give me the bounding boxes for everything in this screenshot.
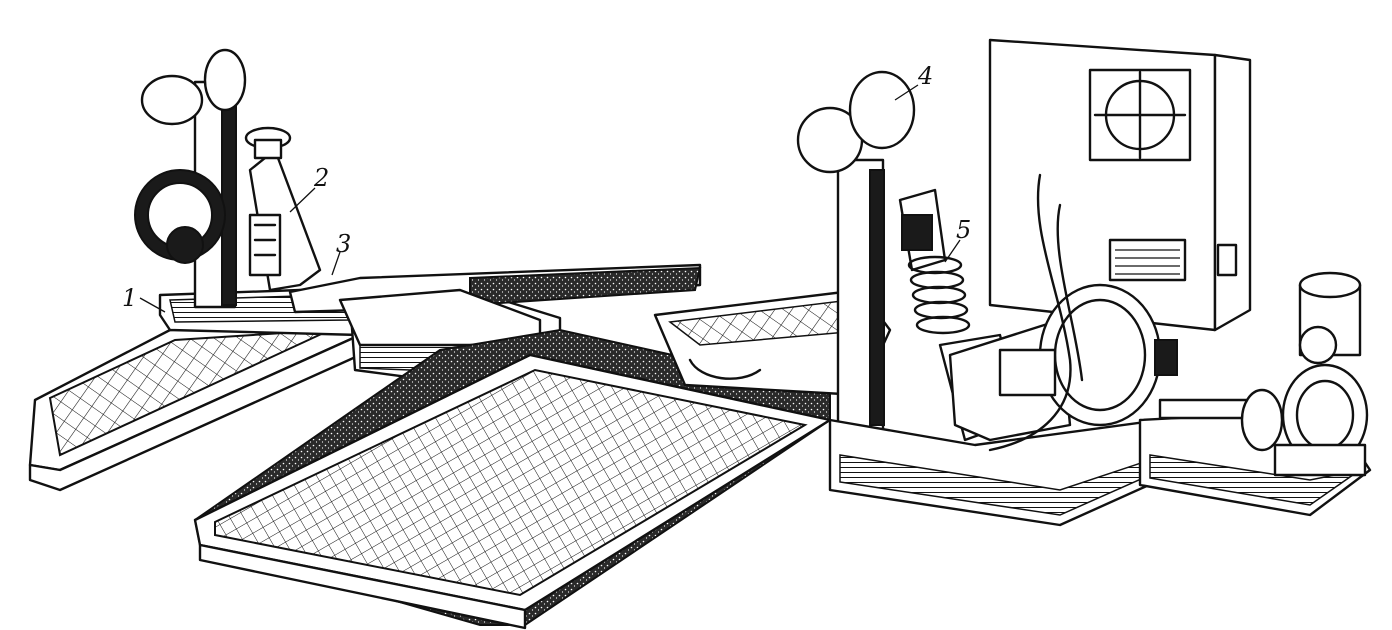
coil-spring xyxy=(907,255,971,335)
central-ramp xyxy=(193,328,832,630)
callout-5: 5 xyxy=(956,216,972,244)
middle-tray xyxy=(288,263,702,347)
callout-4: 4 xyxy=(918,62,934,90)
left-roller-unit xyxy=(134,48,322,309)
drive-motor xyxy=(948,173,1178,452)
callout-1: 1 xyxy=(122,284,138,312)
blower-unit xyxy=(1158,271,1369,477)
left-ramp xyxy=(28,316,362,492)
right-roller-unit xyxy=(796,70,1022,442)
callout-3: 3 xyxy=(336,230,352,258)
callout-leaders xyxy=(139,84,961,313)
callout-2: 2 xyxy=(314,164,330,192)
control-cabinet xyxy=(988,38,1252,332)
